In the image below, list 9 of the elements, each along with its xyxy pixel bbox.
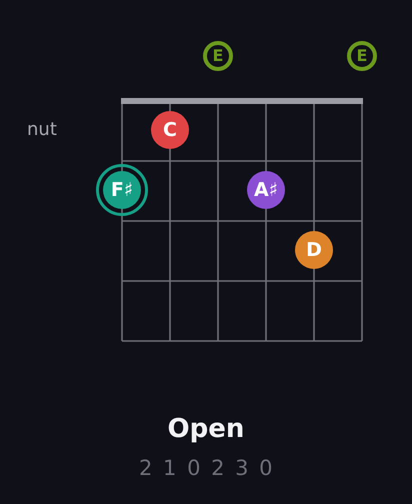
root-note-marker: F♯ — [96, 164, 148, 216]
fingering-text: 2 1 0 2 3 0 — [139, 456, 275, 481]
note-marker: D — [295, 231, 333, 269]
chord-title: Open — [168, 414, 244, 445]
note-marker: C — [151, 111, 189, 149]
nut-label: nut — [27, 119, 57, 141]
open-string-marker: E — [203, 41, 233, 71]
open-string-marker: E — [347, 41, 377, 71]
note-marker: A♯ — [247, 171, 285, 209]
